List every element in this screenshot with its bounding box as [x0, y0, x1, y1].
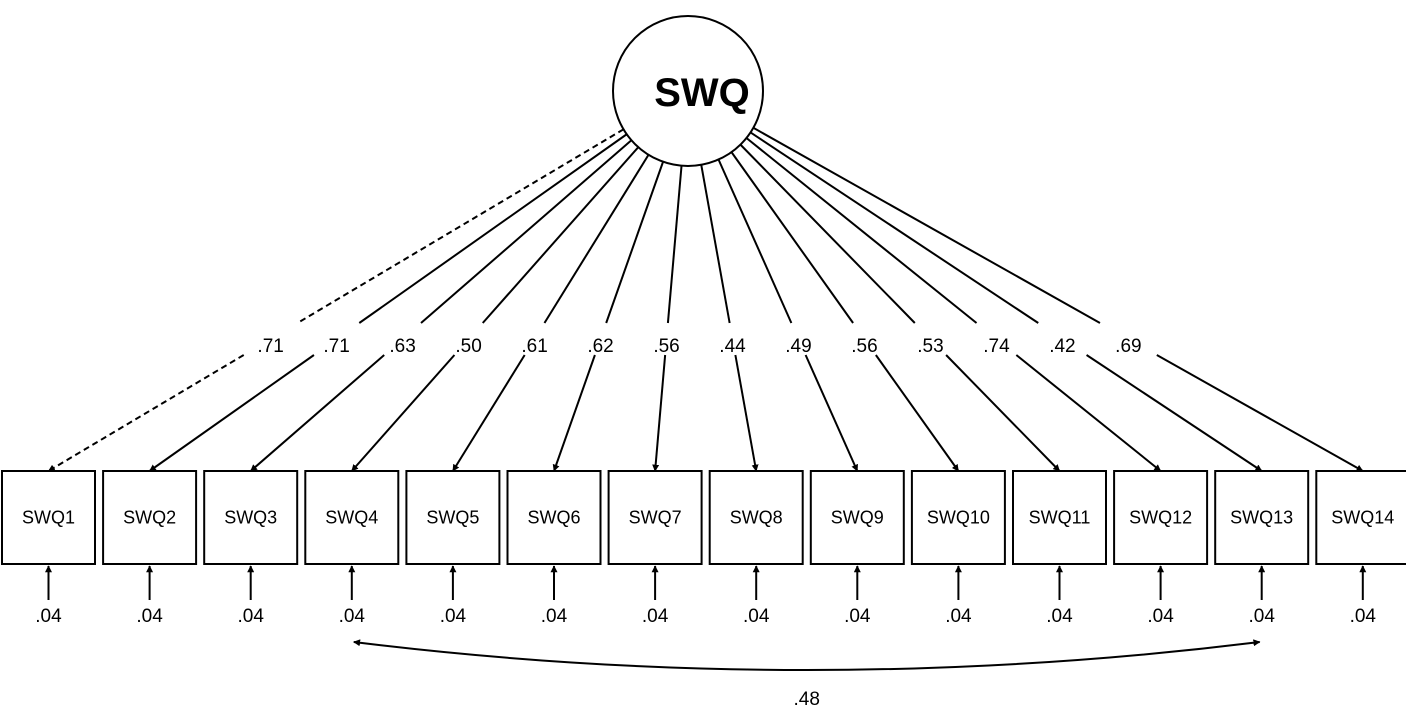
swq1-loading-value: .71 [257, 336, 283, 357]
swq12-loading-path [745, 137, 978, 324]
swq10-error-value: .04 [945, 606, 972, 627]
swq2-loading-path [358, 133, 628, 324]
swq13-error-value: .04 [1248, 606, 1275, 627]
swq1-loading-path [297, 128, 625, 324]
swq4-error-value: .04 [339, 606, 366, 627]
swq3-error-value: .04 [237, 606, 264, 627]
swq1-box [1, 470, 96, 565]
swq1-label: SWQ1 [22, 508, 75, 528]
swq13-loading-arrow [1086, 354, 1263, 472]
swq11-loading-arrow [945, 354, 1061, 472]
swq14-label: SWQ14 [1331, 508, 1394, 528]
swq10-loading-value: .56 [851, 336, 877, 357]
swq5-loading-value: .61 [521, 336, 547, 357]
swq8-loading-path [700, 164, 731, 324]
indicator-boxes: SWQ1 SWQ2 SWQ3 SWQ4 SWQ5 SWQ6 SWQ7 SWQ8 SWQ9 SWQ1… [1, 470, 1406, 565]
swq3-label: SWQ3 [224, 508, 277, 528]
swq5-error-value: .04 [440, 606, 467, 627]
covariance-arc [353, 639, 1261, 671]
covariance-value: .48 [794, 689, 820, 708]
swq3-loading-path [420, 139, 633, 324]
swq9-loading-value: .49 [785, 336, 811, 357]
swq2-loading-value: .71 [323, 336, 349, 357]
swq10-label: SWQ10 [927, 508, 990, 528]
swq7-loading-path [666, 165, 683, 324]
swq13-box [1214, 470, 1310, 565]
swq6-error-value: .04 [541, 606, 568, 627]
swq13-label: SWQ13 [1230, 508, 1293, 528]
swq8-loading-value: .44 [719, 336, 746, 357]
swq14-box [1315, 470, 1406, 565]
swq11-loading-value: .53 [917, 336, 943, 357]
swq14-loading-path [752, 126, 1101, 324]
swq3-loading-value: .63 [389, 336, 415, 357]
swq2-label: SWQ2 [123, 508, 176, 528]
swq13-loading-value: .42 [1049, 336, 1075, 357]
swq5-label: SWQ5 [426, 508, 479, 528]
swq9-loading-arrow [804, 354, 859, 472]
swq7-error-value: .04 [642, 606, 669, 627]
latent-circle [612, 15, 764, 167]
swq7-loading-arrow [652, 354, 667, 472]
swq11-label: SWQ11 [1029, 508, 1091, 528]
swq9-error-value: .04 [844, 606, 871, 627]
swq4-loading-arrow [351, 354, 456, 472]
swq6-loading-value: .62 [587, 336, 613, 357]
swq4-loading-value: .50 [455, 336, 481, 357]
swq6-box [506, 470, 602, 565]
swq5-box [405, 470, 501, 565]
swq2-error-value: .04 [136, 606, 163, 627]
swq14-loading-value: .69 [1115, 336, 1141, 357]
swq7-box [607, 470, 703, 565]
swq2-loading-arrow [149, 354, 315, 472]
error-terms: .04 .04 .04 .04 .04 .04 .04 .04 .04 .04 .04 .04 .04.… [35, 565, 1377, 627]
swq12-loading-arrow [1015, 354, 1162, 472]
swq9-box [809, 470, 905, 565]
swq6-label: SWQ6 [527, 508, 580, 528]
swq6-loading-arrow [552, 354, 596, 472]
latent-variable: SWQ [612, 15, 764, 167]
swq11-box [1012, 470, 1107, 565]
swq7-loading-value: .56 [653, 336, 679, 357]
swq9-loading-path [717, 159, 793, 324]
swq12-box [1113, 470, 1209, 565]
latent-label: SWQ [654, 71, 750, 115]
swq12-label: SWQ12 [1129, 508, 1192, 528]
covariance: .48 [353, 639, 1261, 708]
swq1-loading-arrow [47, 354, 245, 472]
swq4-box [304, 470, 400, 565]
swq8-label: SWQ8 [730, 508, 783, 528]
swq5-loading-arrow [452, 354, 526, 472]
swq14-error-value: .04 [1350, 606, 1377, 627]
swq5-loading-path [543, 154, 650, 324]
swq10-box [910, 470, 1006, 565]
swq14-loading-arrow [1156, 354, 1364, 472]
swq8-box [708, 470, 804, 565]
swq10-loading-path [730, 151, 854, 324]
swq4-label: SWQ4 [325, 508, 378, 528]
swq13-loading-path [749, 131, 1039, 324]
swq1-error-value: .04 [35, 606, 62, 627]
swq3-box [203, 470, 299, 565]
swq6-loading-path [605, 161, 665, 324]
swq4-loading-path [481, 146, 640, 324]
swq12-error-value: .04 [1147, 606, 1174, 627]
loading-paths: .71 .71 .63 .50 .61 .62 .56 .44 .49 .56 .53 .74 .42.… [47, 126, 1364, 472]
swq3-loading-arrow [250, 354, 385, 472]
swq7-label: SWQ7 [629, 508, 682, 528]
swq8-loading-arrow [734, 354, 759, 472]
swq8-error-value: .04 [743, 606, 770, 627]
swq11-loading-path [739, 143, 916, 324]
swq11-error-value: .04 [1046, 606, 1073, 627]
swq10-loading-arrow [875, 354, 960, 472]
swq2-box [102, 470, 198, 565]
swq9-label: SWQ9 [831, 508, 884, 528]
swq12-loading-value: .74 [983, 336, 1010, 357]
